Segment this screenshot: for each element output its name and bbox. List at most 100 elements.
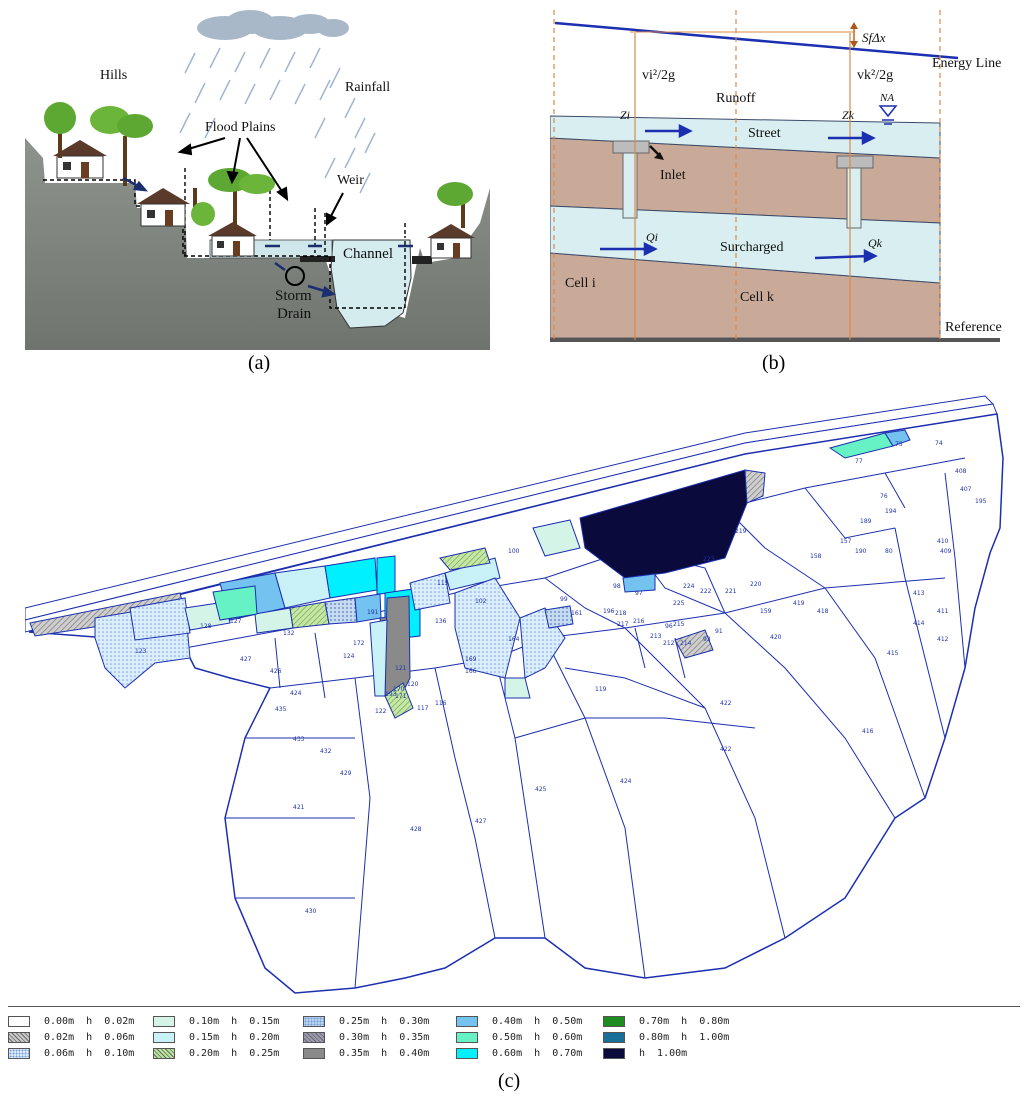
cell-number-label: 170 <box>393 686 405 693</box>
flooded-cells <box>29 429 911 719</box>
cell-number-label: 214 <box>680 640 692 647</box>
cell-number-label: 422 <box>720 700 732 707</box>
cell-number-label: 428 <box>410 826 422 833</box>
na-label: NA <box>880 92 895 104</box>
caption-c: (c) <box>498 1070 521 1092</box>
cell-number-label: 132 <box>283 630 295 637</box>
cell-number-label: 119 <box>595 686 607 693</box>
flow-arrows-b <box>600 123 878 264</box>
cell-i-label: Cell i <box>565 276 596 291</box>
cell-number-label: 117 <box>417 705 429 712</box>
vk-label: vk²/2g <box>857 68 894 83</box>
water-level-icon <box>878 105 898 118</box>
cell-number-label: 159 <box>760 608 772 615</box>
cell-number-label: 116 <box>435 700 447 707</box>
legend-item: 0.10m h 0.15m <box>153 1014 279 1028</box>
legend-label: 0.40m h 0.50m <box>492 1015 583 1027</box>
cell-number-label: 218 <box>615 610 627 617</box>
cell-number-label: 435 <box>275 706 287 713</box>
legend-swatch <box>603 1031 625 1043</box>
cell-number-label: 124 <box>343 653 355 660</box>
legend-item: 0.60m h 0.70m <box>456 1046 582 1060</box>
legend-label: 0.50m h 0.60m <box>492 1031 583 1043</box>
legend-item: 0.00m h 0.02m <box>8 1014 134 1028</box>
cell-number-label: 415 <box>887 650 899 657</box>
cell-number-label: 115 <box>437 580 449 587</box>
cell-number-label: 408 <box>955 468 967 475</box>
cell-number-label: 432 <box>320 748 332 755</box>
cell-number-label: 164 <box>508 636 520 643</box>
channel-water <box>330 239 412 329</box>
street-label: Street <box>748 126 781 141</box>
cell-number-label: 191 <box>367 609 379 616</box>
legend-swatch <box>8 1047 30 1059</box>
cell-number-label: 123 <box>135 648 147 655</box>
cell-number-label: 427 <box>475 818 487 825</box>
cell-number-label: 217 <box>617 621 629 628</box>
cell-number-label: 413 <box>913 590 925 597</box>
cell-number-label: 212 <box>663 640 675 647</box>
runoff-label: Runoff <box>716 91 756 106</box>
cell-number-label: 424 <box>620 778 632 785</box>
rain-icon <box>179 47 376 194</box>
legend-swatch <box>603 1047 625 1059</box>
cloud-icon <box>197 10 349 40</box>
flow-arrows <box>122 176 413 298</box>
legend-item: 0.70m h 0.80m <box>603 1014 729 1028</box>
caption-a: (a) <box>248 352 271 374</box>
cell-number-label: 213 <box>650 633 662 640</box>
panel-b: SfΔx Energy Line vi²/2g vk²/2g Runoff Zi… <box>549 8 1020 350</box>
cell-number-label: 224 <box>683 583 695 590</box>
weir-label: Weir <box>337 173 364 188</box>
cell-number-label: 427 <box>240 656 252 663</box>
legend-item: 0.25m h 0.30m <box>303 1014 429 1028</box>
legend-label: 0.25m h 0.30m <box>339 1015 430 1027</box>
cell-number-label: 425 <box>535 786 547 793</box>
cell-number-label: 412 <box>937 636 949 643</box>
flood-plains-label: Flood Plains <box>205 120 276 135</box>
cell-number-label: 426 <box>270 668 282 675</box>
cell-number-label: 223 <box>703 556 715 563</box>
cell-number-label: 121 <box>395 665 407 672</box>
legend-item: h 1.00m <box>603 1046 687 1060</box>
legend-item: 0.80m h 1.00m <box>603 1030 729 1044</box>
flood-plain-illustration <box>25 10 490 350</box>
cell-number-label: 77 <box>855 458 863 465</box>
cell-number-label: 418 <box>817 608 829 615</box>
legend-label: 0.15m h 0.20m <box>189 1031 280 1043</box>
cell-number-label: 100 <box>508 548 520 555</box>
legend-label: h 1.00m <box>639 1047 688 1059</box>
legend-swatch <box>153 1031 175 1043</box>
cell-number-label: 429 <box>340 770 352 777</box>
legend-swatch <box>603 1015 625 1027</box>
rainfall-label: Rainfall <box>345 80 391 95</box>
legend-swatch <box>456 1047 478 1059</box>
cell-number-label: 76 <box>880 493 888 500</box>
cell-number-label: 190 <box>855 548 867 555</box>
cell-number-label: 216 <box>633 618 645 625</box>
cell-number-label: 127 <box>230 618 242 625</box>
cell-number-label: 219 <box>735 528 747 535</box>
legend-item: 0.30m h 0.35m <box>303 1030 429 1044</box>
legend-item: 0.02m h 0.06m <box>8 1030 134 1044</box>
cell-number-label: 410 <box>937 538 949 545</box>
legend-label: 0.30m h 0.35m <box>339 1031 430 1043</box>
channel-label: Channel <box>343 246 393 262</box>
cell-number-label: 195 <box>975 498 987 505</box>
cell-number-label: 80 <box>885 548 893 555</box>
cell-number-label: 421 <box>293 804 305 811</box>
cell-number-label: 414 <box>913 620 925 627</box>
legend-swatch <box>303 1015 325 1027</box>
legend-swatch <box>456 1015 478 1027</box>
legend-label: 0.06m h 0.10m <box>44 1047 135 1059</box>
legend-label: 0.00m h 0.02m <box>44 1015 135 1027</box>
cell-number-label: 189 <box>860 518 872 525</box>
weir <box>300 256 335 262</box>
cell-number-label: 98 <box>613 583 621 590</box>
cell-number-label: 158 <box>810 553 822 560</box>
cell-number-label: 196 <box>603 608 615 615</box>
legend-divider <box>8 1006 1020 1007</box>
storm-drain-icon <box>285 266 305 286</box>
legend-label: 0.70m h 0.80m <box>639 1015 730 1027</box>
